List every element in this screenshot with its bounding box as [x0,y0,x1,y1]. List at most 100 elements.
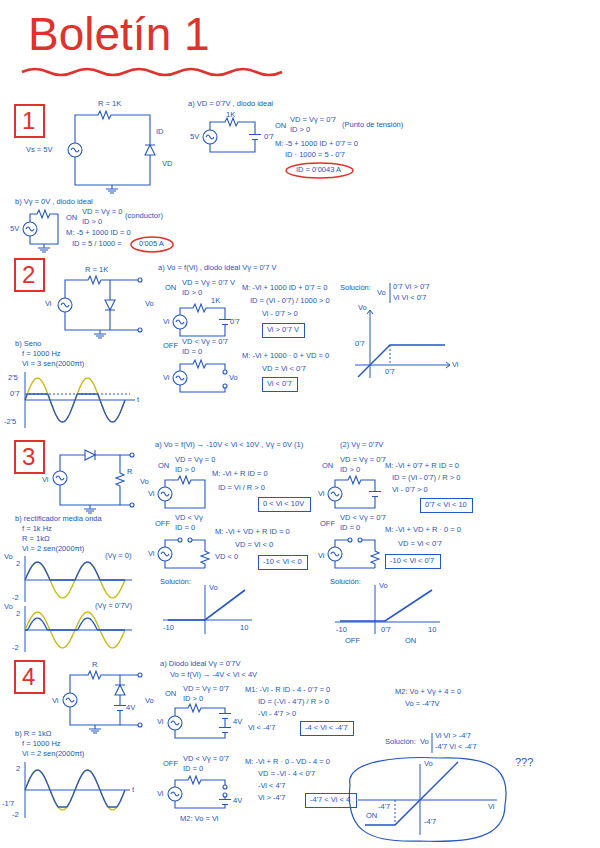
note-text: VD = Vγ = 0 [175,456,215,465]
circuit-wires [223,370,227,374]
circuit-wires [219,728,231,733]
note-text: VD = -Vi - 4 < 0'7 [258,770,315,779]
node-text: -4 < Vi < -4'7 [305,724,349,733]
note-text: a) Diodo ideal Vγ = 0'7V [160,660,240,669]
boxed-result: 0'7 < Vi < 10 [420,498,473,513]
solution-outline [349,758,506,842]
note-text: ID = 5 / 1000 = [72,240,122,249]
circuit-wires [53,471,67,485]
note-text: VD = Vi < 0'7 [398,540,442,549]
note-text: 5V [10,225,19,234]
note-text: Vo [145,697,154,706]
note-text: (Vγ = 0) [105,552,131,561]
note-text: ID > 0 [340,466,360,475]
circuit-wires [106,185,118,193]
note-text: ON [322,462,333,471]
note-text: f = 1000 Hz [22,350,61,359]
note-text: (Vγ = 0'7V) [95,602,132,611]
note-text: VD = Vi < 0'7 [262,365,306,374]
circuit-wires [23,222,37,236]
waveforms [25,562,125,580]
note-text: Vo [420,738,429,747]
note-text: 2'5 [8,374,18,383]
circuit-wires [89,725,101,733]
note-text: b) Vγ = 0V , diodo ideal [15,198,93,207]
note-text: -2'5 [4,418,16,427]
note-text: ON [66,214,77,223]
note-text: 4V [233,718,242,727]
note-text: VD = Vγ = 0'7 [340,456,386,465]
circuit-wires [219,320,231,325]
circuit-wires [345,476,365,484]
circuit-wires [203,130,217,144]
circuit-wires [223,793,227,797]
note-text: OFF [163,760,178,769]
note-text: (conductor) [125,212,163,221]
node-text: 4 [22,663,37,691]
note-text: ID = Vi / R > 0 [218,484,265,493]
note-text: ID = 0 [340,524,360,533]
node-text: -4'7 < Vi < 4 [310,796,352,805]
circuit-wires [75,115,150,185]
node-text: 3 [22,443,37,471]
note-text: a) Vo = f(Vi) → -10V < Vi < 10V , Vγ = 0… [155,441,303,450]
note-text: -10 [163,624,174,633]
note-text: Solución: [160,578,191,587]
circuit-wires [219,714,231,719]
note-text: Vo [4,553,13,562]
waveforms [25,394,125,422]
note-text: -1'7 [2,800,14,809]
note-text: Vi [42,476,49,485]
boxed-result: Vi < 0'7 [262,377,298,392]
note-text: ??? [515,756,533,769]
note-text: Vi > -4'7 [258,794,285,803]
circuit-wires [168,716,182,730]
note-text: ON [366,812,377,821]
note-text: Vi = 3 sen(2000πt) [22,360,84,369]
waveforms [25,770,125,810]
note-text: Vi [157,790,164,799]
circuit-wires [115,685,125,695]
note-text: -2 [12,644,19,653]
waveforms [25,618,125,630]
circuit-wires [201,548,209,568]
note-text: Vi - 0'7 > 0 [262,310,298,319]
note-text: ID > 0 [82,218,102,227]
circuit-wires [138,723,142,727]
note-text: -Vi < 4'7 [258,782,285,791]
note-text: t [132,786,134,795]
graph-axes [395,800,396,825]
note-text: M: -Vi + 1000 · 0 + VD = 0 [242,352,329,361]
circuit-wires [185,776,205,784]
graph-axes [432,733,433,753]
circuit-wires [105,300,115,310]
circuit-wires [84,505,96,513]
circuit-wires [60,455,130,505]
circuit-wires [34,210,54,218]
note-text: -2 [12,811,19,820]
node-text: 1 [22,107,37,135]
note-text: 4V [233,797,242,806]
note-text: M: -Vi + 1000 ID + 0'7 = 0 [242,284,327,293]
graph-axes [365,762,458,825]
note-text: Vo [140,478,149,487]
note-text: Vi = 2 sen(2000πt) [22,545,84,554]
note-text: 2 [16,765,20,774]
note-text: f = 1000 Hz [22,740,61,749]
note-text: Vi - 0'7 > 0 [392,486,428,495]
note-text: VD < Vγ = 0'7 [340,514,386,523]
page-title: Boletín 1 [28,8,210,61]
note-text: -Vi - 4'7 > 0 [258,710,296,719]
note-text: VD < Vγ [175,514,203,523]
note-text: Vi [318,552,325,561]
note-text: ID = (Vi - 0'7) / R > 0 [392,474,460,483]
note-text: -10 [336,626,347,635]
note-text: 5V [190,133,199,142]
note-text: VD = Vγ = 0 [82,208,122,217]
note-text: 1K [226,111,235,120]
note-text: M2: Vo + Vγ + 4 = 0 [395,688,461,697]
note-text: R = 1kΩ [22,535,50,544]
note-text: Vo [229,374,238,383]
graph-axes [355,310,450,378]
note-text: M: -Vi + VD + R ID = 0 [215,528,290,537]
